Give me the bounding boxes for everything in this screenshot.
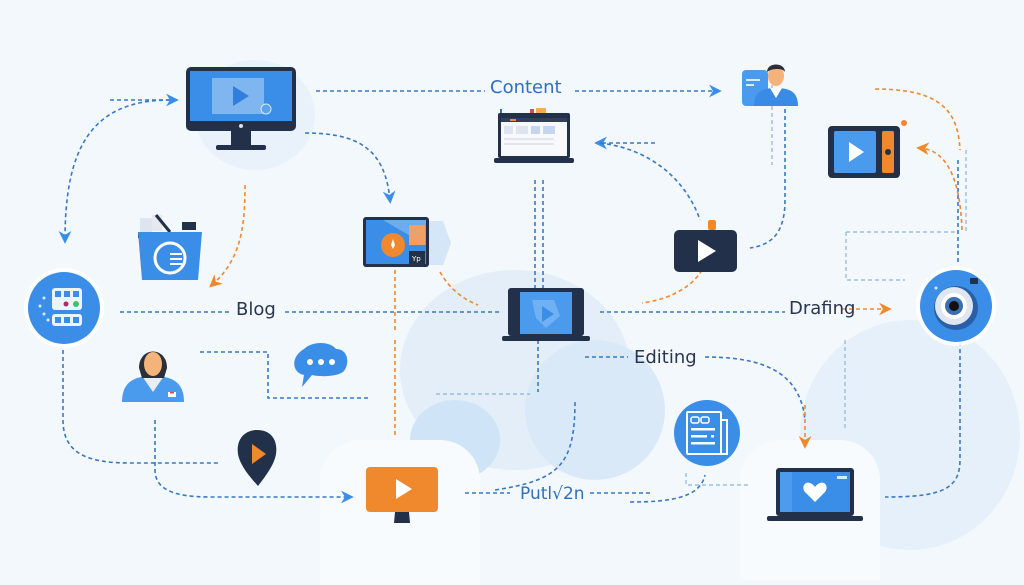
connector-orange-right-top <box>874 88 961 151</box>
dashboard-circle-icon[interactable] <box>24 268 104 348</box>
connector-left-down <box>62 350 220 464</box>
tablet-media-icon[interactable]: Yp <box>363 215 453 270</box>
label-publish: Putl√2n <box>520 484 585 504</box>
connector-orange-curve <box>439 271 479 306</box>
laptop-center-icon[interactable] <box>502 288 590 344</box>
connector-far-right <box>884 300 961 498</box>
connector-dash-curve <box>599 142 701 221</box>
connector-editing-right <box>704 356 806 421</box>
chat-bubble-icon[interactable] <box>290 343 350 393</box>
video-player-icon[interactable] <box>826 118 908 180</box>
connector-person-down <box>154 420 354 504</box>
connector-orange-play <box>641 269 703 304</box>
connector-document-curve <box>629 474 706 503</box>
connector-faint-doc <box>685 473 750 486</box>
connector-faint-box <box>845 231 955 281</box>
connector-right-curve <box>749 95 786 249</box>
label-drafting: Drafing <box>789 298 856 319</box>
user-profile-icon[interactable] <box>742 58 800 108</box>
connector-monitor-to-tablet <box>304 132 396 204</box>
person-agent-icon[interactable] <box>120 340 186 404</box>
connector-orange-monitor-down <box>209 184 246 288</box>
label-content: Content <box>490 77 562 98</box>
connector-chat-box <box>200 351 370 399</box>
connector-center-publish-up <box>494 399 576 491</box>
svg-text:Yp: Yp <box>411 255 421 263</box>
camera-lens-icon[interactable] <box>916 266 996 346</box>
connector-loop-left <box>58 99 171 244</box>
laptop-dashboard-icon[interactable] <box>494 108 574 166</box>
folder-basket-icon[interactable] <box>136 210 206 285</box>
desktop-monitor-icon[interactable] <box>186 67 296 153</box>
label-blog: Blog <box>236 299 276 320</box>
connector-orange-right-arrow <box>916 142 963 231</box>
play-box-icon[interactable] <box>674 218 738 274</box>
document-circle-icon[interactable] <box>673 400 741 466</box>
background-blob <box>525 340 665 480</box>
play-pin-icon[interactable] <box>236 428 278 488</box>
label-editing: Editing <box>634 347 697 368</box>
laptop-heart-icon[interactable] <box>767 468 863 526</box>
orange-monitor-icon[interactable] <box>366 467 438 527</box>
